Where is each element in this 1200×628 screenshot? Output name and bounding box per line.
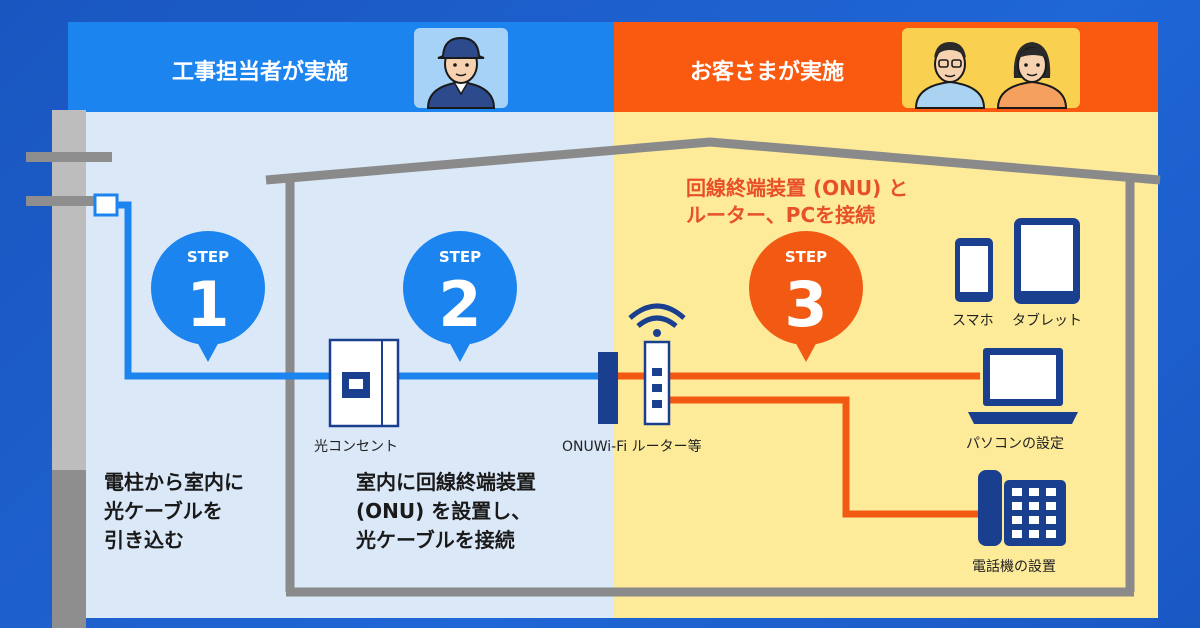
utility-pole-icon xyxy=(26,110,112,628)
pc-label: パソコンの設定 xyxy=(966,436,1064,452)
smartphone-label: スマホ xyxy=(952,313,994,329)
step-1-label: STEP xyxy=(187,248,229,266)
step-3-number: 3 xyxy=(784,268,827,341)
smartphone-icon xyxy=(955,238,993,302)
worker-avatar xyxy=(414,28,508,109)
contractor-header xyxy=(68,22,614,112)
step-1-description: 電柱から室内に 光ケーブルを 引き込む xyxy=(104,470,244,552)
optical-outlet-icon xyxy=(328,338,400,428)
lan-cable-lines xyxy=(612,372,980,518)
customer-header-title: お客さまが実施 xyxy=(690,60,845,85)
step-1-number: 1 xyxy=(186,268,229,341)
step-2-label: STEP xyxy=(439,248,481,266)
house-outline xyxy=(265,137,1161,597)
phone-label: 電話機の設置 xyxy=(972,559,1056,575)
step-3-label: STEP xyxy=(785,248,827,266)
step-2-number: 2 xyxy=(438,268,481,341)
outlet-label: 光コンセント xyxy=(314,439,398,455)
customers-icon xyxy=(914,42,1068,109)
step-2-marker xyxy=(403,231,517,362)
contractor-header-title: 工事担当者が実施 xyxy=(172,60,349,85)
laptop-icon xyxy=(968,348,1078,424)
router-label: ONUWi-Fi ルーター等 xyxy=(562,439,702,455)
tablet-label: タブレット xyxy=(1012,313,1082,329)
step-1-marker xyxy=(151,231,265,362)
diagram-panel: 工事担当者が実施 お客さまが実施 xyxy=(68,22,1158,618)
step-3-marker xyxy=(749,231,863,362)
telephone-icon xyxy=(978,470,1066,546)
onu-router-icon xyxy=(598,303,686,426)
customers-avatar xyxy=(902,28,1080,109)
customer-area xyxy=(614,112,1158,618)
step-2-description: 室内に回線終端装置 (ONU) を設置し、 光ケーブルを接続 xyxy=(356,470,536,552)
worker-icon xyxy=(426,36,496,109)
step-3-description: 回線終端装置 (ONU) と ルーター、PCを接続 xyxy=(686,176,909,227)
tablet-icon xyxy=(1014,218,1080,304)
